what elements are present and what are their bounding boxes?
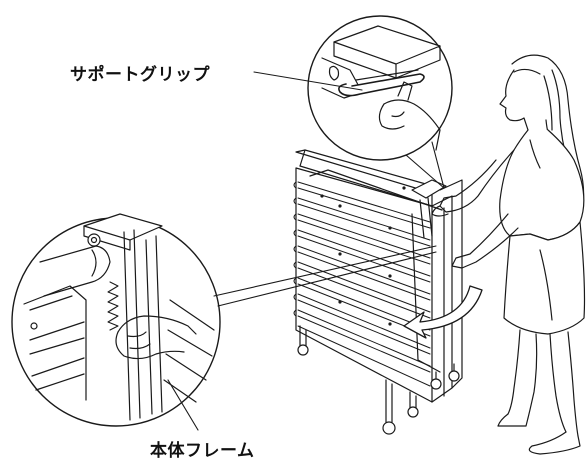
main-frame-label: 本体フレーム — [150, 441, 255, 461]
spring — [107, 281, 119, 331]
bed-slats — [297, 181, 431, 387]
woman-figure — [431, 54, 586, 455]
casters — [297, 325, 460, 435]
support-grip-zoom — [307, 15, 453, 161]
support-grip-label: サポートグリップ — [70, 65, 210, 85]
frame-leader-line — [167, 379, 199, 431]
bed-frame — [293, 149, 463, 435]
main-frame-zoom — [11, 213, 221, 427]
curved-arrow-icon — [403, 285, 483, 339]
grip-leader-line — [253, 71, 363, 91]
